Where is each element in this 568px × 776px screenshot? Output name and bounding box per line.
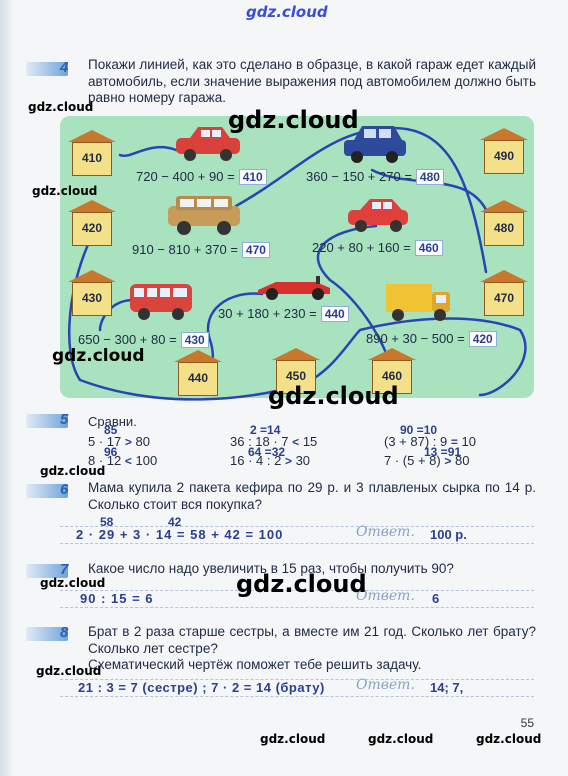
page-number: 55 [520, 716, 534, 730]
brown-jeep-icon [168, 196, 240, 235]
garage-410: 410 [68, 130, 116, 176]
red-bus-icon [130, 284, 192, 320]
expression-row: 650 − 300 + 80 =430 [78, 332, 209, 348]
task-7-solution: 90 : 15 = 6 [80, 591, 154, 606]
expression-row: 360 − 150 + 270 =480 [306, 169, 444, 185]
route-line-460 [316, 224, 392, 372]
watermark: gdz.cloud [40, 576, 106, 590]
watermark: gdz.cloud [260, 732, 326, 746]
answer-box: 440 [320, 306, 349, 322]
race-car-icon [258, 276, 330, 300]
garage-420: 420 [68, 200, 116, 246]
watermark: gdz.cloud [368, 732, 434, 746]
solution-grid [60, 679, 534, 697]
answer-box: 480 [415, 169, 444, 185]
expression-row: 720 − 400 + 90 =410 [136, 169, 267, 185]
note-42: 42 [168, 515, 182, 529]
solution-grid [60, 526, 534, 544]
task-7-text: Какое число надо увеличить в 15 раз, что… [88, 561, 454, 576]
expression-row: 30 + 180 + 230 =440 [218, 306, 349, 322]
note-90-10: 90 =10 [400, 423, 438, 437]
compare-row: 8 · 12 < 100 [88, 453, 158, 468]
compare-row: (3 + 87) : 9 = 10 [384, 434, 476, 449]
answer-box: 460 [414, 240, 443, 256]
compare-row: 16 · 4 : 2 > 30 [230, 453, 311, 468]
task-8-number: 8 [60, 624, 69, 641]
garage-480: 480 [480, 200, 528, 246]
book-spine [0, 0, 14, 776]
watermark: gdz.cloud [268, 382, 399, 410]
answer-label: Ответ. [356, 588, 415, 604]
task-4-number: 4 [60, 59, 69, 76]
route-line-410 [118, 145, 178, 158]
garage-440: 440 [174, 350, 222, 396]
expression-row: 910 − 810 + 370 =470 [132, 242, 270, 258]
task-4-text: Покажи линией, как это сделано в образце… [88, 57, 536, 105]
task-6-solution: 2 · 29 + 3 · 14 = 58 + 42 = 100 [76, 527, 284, 542]
task-8-solution: 21 : 3 = 7 (сестре) ; 7 · 2 = 14 (брату) [78, 680, 325, 695]
garage-450: 450 [272, 348, 320, 394]
watermark: gdz.cloud [476, 732, 542, 746]
answer-box: 470 [241, 242, 270, 258]
watermark: gdz.cloud [228, 106, 359, 134]
garage-460: 460 [368, 348, 416, 394]
garage-470: 470 [480, 270, 528, 316]
task-5-number: 5 [60, 411, 69, 428]
answer-box: 430 [180, 332, 209, 348]
task-8-bar [26, 627, 68, 641]
solution-grid [60, 590, 534, 608]
task-5-bar [26, 414, 68, 428]
expression-row: 220 + 80 + 160 =460 [312, 240, 443, 256]
note-96: 96 [104, 445, 118, 459]
red-car-icon [176, 127, 240, 161]
task-8-text: Брат в 2 раза старше сестры, а вместе им… [88, 624, 536, 656]
answer-box: 420 [468, 331, 497, 347]
task-6-number: 6 [60, 481, 69, 498]
answer-box: 410 [238, 169, 267, 185]
watermark: gdz.cloud [32, 184, 98, 198]
route-line-420 [67, 234, 527, 401]
watermark-top: gdz.cloud [246, 3, 328, 21]
red-hatchback-icon [348, 199, 408, 232]
task-8-answer: 14; 7, [430, 680, 464, 695]
task-8-hint: Схематический чертёж поможет тебе решить… [88, 657, 422, 672]
task-6-bar [26, 484, 68, 498]
answer-label: Ответ. [356, 677, 415, 693]
note-58: 58 [100, 515, 114, 529]
watermark: gdz.cloud [236, 570, 367, 598]
task-4-bar [26, 62, 68, 76]
task-5-title: Сравни. [88, 414, 137, 429]
watermark: gdz.cloud [52, 346, 145, 366]
task-7-answer: 6 [432, 591, 440, 606]
note-2-14: 2 =14 [250, 423, 281, 437]
task-7-bar [26, 564, 68, 578]
watermark: gdz.cloud [28, 100, 94, 114]
blue-car-icon [344, 126, 406, 163]
watermark: gdz.cloud [36, 664, 102, 678]
expression-row: 890 + 30 − 500 =420 [366, 331, 497, 347]
note-13-91: 13 =91 [424, 445, 462, 459]
task-7-number: 7 [60, 561, 69, 578]
note-85: 85 [104, 423, 118, 437]
garage-430: 430 [68, 270, 116, 316]
compare-row: 7 · (5 + 8) > 80 [384, 453, 470, 468]
garage-490: 490 [480, 128, 528, 174]
compare-row: 36 : 18 · 7 < 15 [230, 434, 318, 449]
note-64-32: 64 =32 [248, 445, 286, 459]
watermark: gdz.cloud [40, 464, 106, 478]
answer-label: Ответ. [356, 524, 415, 540]
task-6-answer: 100 р. [430, 527, 467, 542]
task-6-text: Мама купила 2 пакета кефира по 29 р. и 3… [88, 480, 536, 512]
yellow-truck-icon [386, 284, 450, 321]
compare-row: 5 · 17 > 80 [88, 434, 150, 449]
